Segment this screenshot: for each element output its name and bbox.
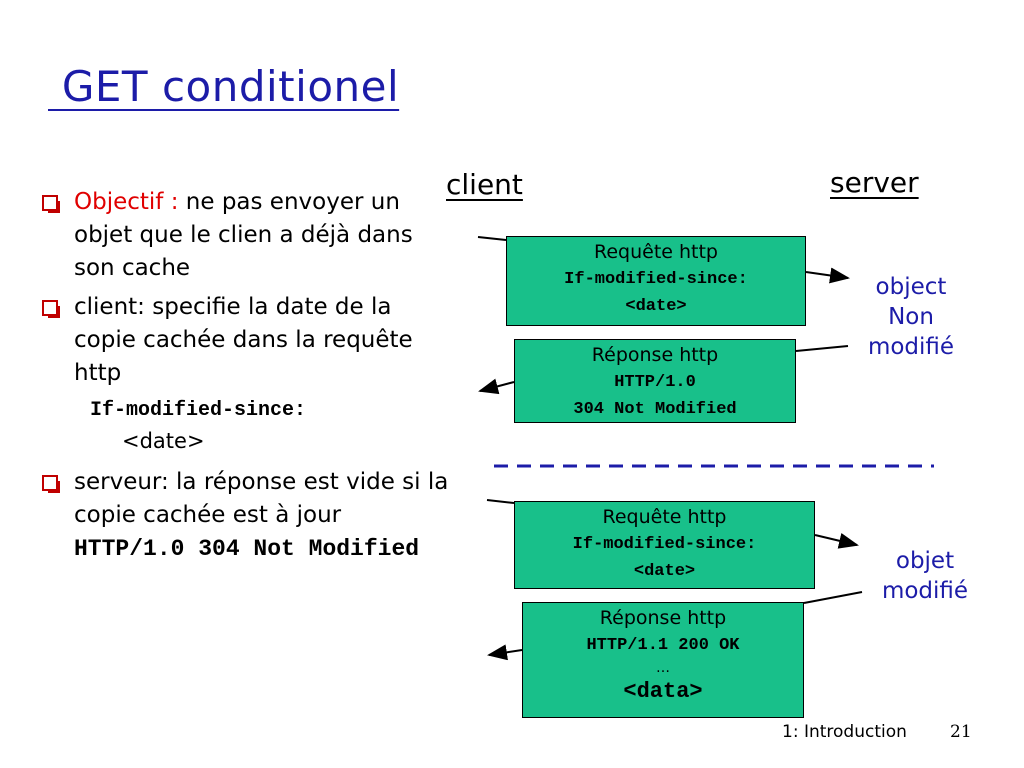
- note-1-line-2: Non: [888, 304, 934, 330]
- request-1-arrow: [805, 267, 850, 284]
- client-label: client: [446, 168, 523, 201]
- response-1-in: [795, 345, 849, 352]
- header-name: If-modified-since:: [90, 399, 307, 422]
- note-modified: objet modifié: [864, 546, 986, 606]
- bullet-client: client: specifie la date de la copie cac…: [38, 291, 458, 390]
- bullet-server: serveur: la réponse est vide si la copie…: [38, 466, 458, 566]
- bullet-objective: Objectif : ne pas envoyer un objet que l…: [38, 186, 458, 285]
- note-2-line-2: modifié: [881, 578, 969, 604]
- server-status-code: HTTP/1.0 304 Not Modified: [74, 536, 420, 562]
- request-2-in: [486, 499, 515, 504]
- response-2-data: <data>: [623, 679, 703, 704]
- server-label: server: [830, 166, 919, 199]
- response-1-status: 304 Not Modified: [573, 400, 737, 419]
- request-2-title: Requête http: [602, 506, 727, 528]
- client-text: client: specifie la date de la copie cac…: [74, 294, 413, 386]
- response-2-title: Réponse http: [599, 607, 727, 629]
- response-1-title: Réponse http: [591, 344, 719, 366]
- slide-title: GET conditionel: [48, 62, 400, 111]
- checkbox-bullet-icon: [42, 195, 60, 213]
- footer-section: 1: Introduction: [782, 722, 907, 742]
- client-header-example: If-modified-since: <date>: [38, 396, 458, 456]
- checkbox-bullet-icon: [42, 300, 60, 318]
- request-box-1: Requête http If-modified-since: <date>: [506, 236, 806, 326]
- response-2-ellipsis: …: [656, 660, 670, 676]
- note-1-line-3: modifié: [867, 334, 955, 360]
- response-1-version: HTTP/1.0: [614, 373, 696, 392]
- note-2-line-1: objet: [895, 548, 955, 574]
- response-2-arrow: [487, 644, 523, 661]
- objective-text: ne pas envoyer un objet que le clien a d…: [74, 189, 413, 281]
- bullet-list: Objectif : ne pas envoyer un objet que l…: [38, 186, 458, 572]
- server-text: serveur: la réponse est vide si la copie…: [74, 469, 449, 528]
- response-box-2: Réponse http HTTP/1.1 200 OK … <data>: [522, 602, 804, 718]
- response-2-in: [803, 591, 863, 604]
- request-2-value: <date>: [633, 562, 696, 581]
- request-2-header: If-modified-since:: [572, 535, 757, 554]
- request-1-header: If-modified-since:: [564, 270, 748, 289]
- response-2-status: HTTP/1.1 200 OK: [586, 636, 740, 655]
- response-1-arrow: [478, 378, 515, 395]
- page-number: 21: [950, 722, 972, 742]
- header-value: <date>: [122, 429, 205, 453]
- request-1-in: [477, 236, 507, 241]
- response-box-1: Réponse http HTTP/1.0 304 Not Modified: [514, 339, 796, 423]
- objective-label: Objectif :: [74, 189, 179, 215]
- request-1-value: <date>: [625, 297, 687, 316]
- note-not-modified: object Non modifié: [852, 272, 970, 362]
- checkbox-bullet-icon: [42, 475, 60, 493]
- note-1-line-1: object: [875, 274, 947, 300]
- request-1-title: Requête http: [593, 241, 718, 263]
- request-2-arrow: [814, 533, 859, 549]
- request-box-2: Requête http If-modified-since: <date>: [514, 501, 815, 589]
